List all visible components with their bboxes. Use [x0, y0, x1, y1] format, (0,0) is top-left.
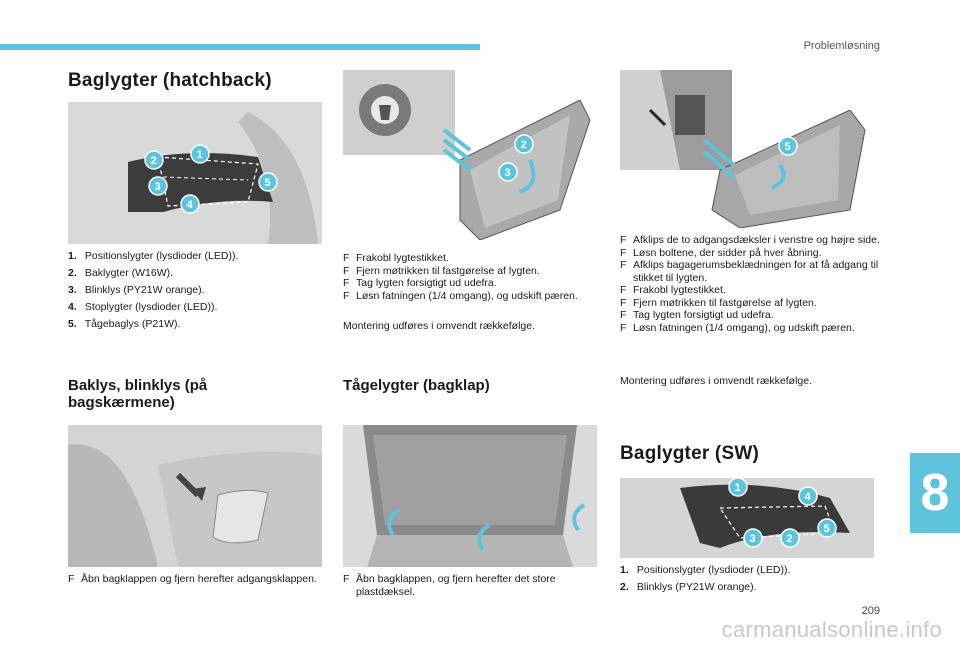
- svg-text:5: 5: [265, 177, 271, 189]
- list-item: Åbn bagklappen og fjern herefter adgangs…: [68, 573, 318, 586]
- list-item: Fjern møtrikken til fastgørelse af lygte…: [343, 265, 593, 278]
- rear-lamp-removal-figure: 2 3: [440, 100, 595, 240]
- callout-badge-5: 5: [778, 136, 798, 156]
- callout-badge-4: 4: [180, 194, 200, 214]
- list-item: Tag lygten forsigtigt ud udefra.: [620, 309, 880, 322]
- list-item: 5. Tågebaglys (P21W).: [68, 318, 181, 330]
- access-flap-figure: [68, 425, 322, 567]
- list-item: 2. Blinklys (PY21W orange).: [620, 581, 757, 593]
- sw-lamp-removal-figure: 5: [700, 110, 872, 228]
- callout-badge-4: 4: [798, 486, 818, 506]
- page-number: 209: [861, 605, 880, 617]
- callout-badge-3: 3: [148, 176, 168, 196]
- callout-badge-3: 3: [743, 528, 763, 548]
- title-hatchback: Baglygter (hatchback): [68, 70, 272, 91]
- callout-badge-2: 2: [780, 528, 800, 548]
- sw-lamp-figure: 1 4 5 3 2: [620, 478, 874, 558]
- watermark: carmanualsonline.info: [721, 617, 942, 642]
- svg-text:2: 2: [787, 533, 793, 545]
- tailgate-cover-step: Åbn bagklappen, og fjern herefter det st…: [343, 573, 593, 598]
- access-flap-step: Åbn bagklappen og fjern herefter adgangs…: [68, 573, 318, 586]
- subtitle-fog-lamps: Tågelygter (bagklap): [343, 377, 490, 394]
- list-item: 1. Positionslygter (lysdioder (LED)).: [68, 250, 239, 262]
- callout-badge-1: 1: [728, 478, 748, 497]
- list-item: Åbn bagklappen, og fjern herefter det st…: [343, 573, 593, 598]
- list-item: Løsn boltene, der sidder på hver åbning.: [620, 247, 880, 260]
- list-item: 1. Positionslygter (lysdioder (LED)).: [620, 564, 791, 576]
- trunk-trim-figure: [620, 70, 732, 170]
- list-item: Frakobl lygtestikket.: [343, 252, 593, 265]
- svg-text:2: 2: [151, 155, 157, 167]
- callout-badge-1: 1: [190, 144, 210, 164]
- bulb-holder-figure: [343, 70, 455, 155]
- rear-lamp-steps: Frakobl lygtestikket. Fjern møtrikken ti…: [343, 252, 593, 302]
- svg-text:1: 1: [197, 149, 203, 161]
- tailgate-cover-figure: [343, 425, 597, 567]
- callout-badge-2: 2: [144, 150, 164, 170]
- list-item: Løsn fatningen (1/4 omgang), og udskift …: [343, 290, 593, 303]
- svg-text:3: 3: [750, 533, 756, 545]
- assembly-note: Montering udføres i omvendt rækkefølge.: [343, 320, 535, 332]
- svg-text:5: 5: [824, 523, 830, 535]
- subtitle-side-lamps: Baklys, blinklys (på bagskærmene): [68, 377, 208, 411]
- callout-badge-3: 3: [498, 162, 518, 182]
- list-item: Afklips bagagerumsbeklædningen for at få…: [620, 259, 880, 284]
- sw-lamp-list: 1. Positionslygter (lysdioder (LED)). 2.…: [620, 562, 880, 596]
- callout-badge-5: 5: [258, 172, 278, 192]
- callout-badge-2: 2: [514, 134, 534, 154]
- svg-text:2: 2: [521, 139, 527, 151]
- list-item: Tag lygten forsigtigt ud udefra.: [343, 277, 593, 290]
- title-sw: Baglygter (SW): [620, 443, 759, 464]
- list-item: Fjern møtrikken til fastgørelse af lygte…: [620, 297, 880, 310]
- svg-text:5: 5: [785, 141, 791, 153]
- svg-text:4: 4: [187, 199, 194, 211]
- svg-text:3: 3: [155, 181, 161, 193]
- list-item: 3. Blinklys (PY21W orange).: [68, 284, 205, 296]
- callout-badge-5: 5: [817, 518, 837, 538]
- list-item: Frakobl lygtestikket.: [620, 284, 880, 297]
- svg-text:1: 1: [735, 482, 741, 494]
- header-accent-bar: [0, 44, 480, 50]
- chapter-tab: 8: [910, 453, 960, 533]
- list-item: 2. Baklygter (W16W).: [68, 267, 174, 279]
- sw-lamp-steps: Afklips de to adgangsdæksler i venstre o…: [620, 234, 880, 334]
- section-label: Problemløsning: [803, 40, 880, 52]
- assembly-note: Montering udføres i omvendt rækkefølge.: [620, 375, 812, 387]
- list-item: Afklips de to adgangsdæksler i venstre o…: [620, 234, 880, 247]
- list-item: 4. Stoplygter (lysdioder (LED)).: [68, 301, 218, 313]
- list-item: Løsn fatningen (1/4 omgang), og udskift …: [620, 322, 880, 335]
- hatchback-lamp-figure: 1 2 3 4 5: [68, 102, 322, 244]
- svg-text:4: 4: [805, 491, 812, 503]
- svg-text:3: 3: [505, 167, 511, 179]
- hatchback-lamp-list: 1. Positionslygter (lysdioder (LED)). 2.…: [68, 248, 328, 333]
